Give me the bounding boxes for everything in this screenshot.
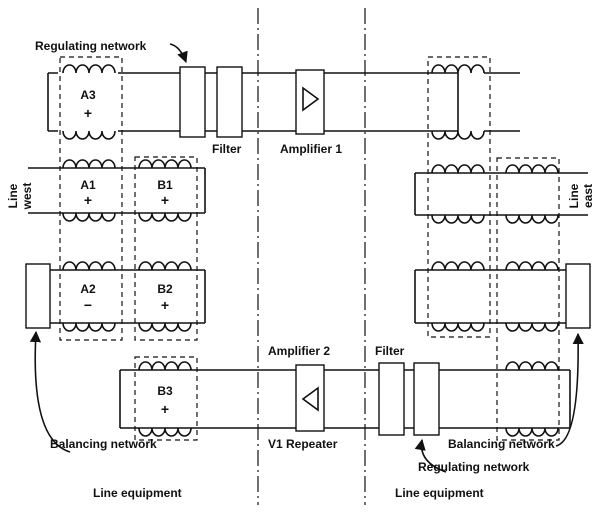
filter-top-label: Filter (212, 142, 242, 156)
filter-bottom-box (378, 362, 405, 436)
filter-bottom-label: Filter (375, 344, 405, 358)
regulating-network-top-label: Regulating network (35, 39, 147, 53)
line-east-label-1: Line (567, 183, 581, 208)
a1-label: A1 (80, 178, 96, 192)
b1-label: B1 (157, 178, 173, 192)
amplifier2-label: Amplifier 2 (268, 344, 330, 358)
balancing-network-left-arrow (29, 330, 71, 453)
transformer-b2: B2 + (138, 261, 192, 332)
transformer-b3: B3 + (138, 361, 192, 437)
transformer-a3: A3 + (58, 64, 118, 140)
right-line-equipment-group-box (427, 56, 491, 338)
balancing-network-right-box (565, 263, 591, 329)
a2-sign: − (84, 297, 92, 313)
regulating-network-top-box (179, 66, 206, 138)
transformer-balance-right-outer (505, 261, 559, 332)
transformer-a2: A2 − (62, 261, 116, 332)
b3-label: B3 (157, 384, 173, 398)
b3-group-box (134, 356, 198, 441)
line-equipment-a-group-box (59, 56, 123, 341)
amplifier2-triangle-icon (301, 386, 319, 412)
line-west-label-2: west (20, 183, 34, 211)
a1-sign: + (84, 192, 92, 208)
a3-label: A3 (80, 88, 96, 102)
amplifier2-box (295, 364, 325, 432)
b2-sign: + (161, 297, 169, 313)
transformer-a1: A1 + (62, 159, 116, 222)
a3-sign: + (84, 105, 92, 121)
regulating-network-bottom-box (413, 362, 440, 436)
balancing-network-left-box (25, 263, 51, 329)
a2-label: A2 (80, 282, 96, 296)
regulating-network-bottom-label: Regulating network (418, 460, 530, 474)
amplifier1-box (295, 69, 325, 135)
line-east-label-2: east (581, 184, 595, 208)
transformer-b1: B1 + (138, 159, 192, 222)
regulating-network-bottom-arrow (414, 438, 447, 473)
line-equipment-left-label: Line equipment (93, 486, 182, 500)
b1-sign: + (161, 192, 169, 208)
balancing-network-left-label: Balancing network (50, 437, 157, 451)
regulating-network-top-arrow (169, 43, 188, 64)
line-west-label-1: Line (6, 183, 20, 208)
b3-sign: + (161, 401, 169, 417)
line-equipment-b-group-box (134, 156, 198, 341)
b2-label: B2 (157, 282, 173, 296)
line-equipment-right-label: Line equipment (395, 486, 484, 500)
amplifier1-triangle-icon (302, 86, 320, 112)
east-outer-group-box (496, 157, 560, 441)
balancing-network-right-label: Balancing network (448, 437, 555, 451)
balancing-network-right-arrow (555, 332, 584, 447)
transformer-right-bottom (505, 361, 559, 437)
filter-top-box (216, 66, 243, 138)
repeater-label: V1 Repeater (268, 437, 338, 451)
amplifier1-label: Amplifier 1 (280, 142, 342, 156)
transformer-balance-right-inner (431, 261, 485, 332)
